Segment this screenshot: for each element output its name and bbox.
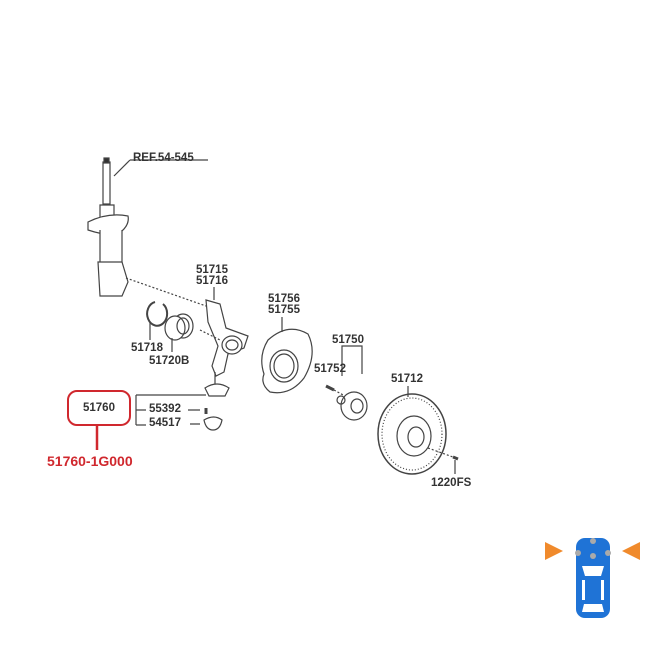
dust-shield xyxy=(261,317,313,394)
left-arrow-icon xyxy=(545,542,563,560)
part-label-54517: 54517 xyxy=(149,417,181,429)
highlighted-part-number: 51760-1G000 xyxy=(47,453,133,469)
hub xyxy=(325,345,368,421)
part-label-51716: 51716 xyxy=(196,275,228,287)
car-position-icon xyxy=(545,538,640,618)
brake-disc xyxy=(377,386,459,475)
part-label-51756: 51756 xyxy=(268,293,300,305)
strut-assembly xyxy=(87,157,208,297)
right-arrow-icon xyxy=(622,542,640,560)
part-label-51715: 51715 xyxy=(196,264,228,276)
part-label-51750: 51750 xyxy=(332,334,364,346)
part-label-1220fs: 1220FS xyxy=(431,477,472,489)
ball-joint xyxy=(203,372,230,431)
snap-ring xyxy=(146,301,169,327)
part-label-51720b: 51720B xyxy=(149,355,190,367)
bearing xyxy=(164,313,194,352)
part-label-51755: 51755 xyxy=(268,304,300,316)
highlight-box xyxy=(67,390,131,426)
part-label-55392: 55392 xyxy=(149,403,181,415)
ref-label: REF.54-545 xyxy=(133,152,194,164)
part-label-51760: 51760 xyxy=(83,402,115,414)
knuckle xyxy=(199,287,249,377)
part-label-51718: 51718 xyxy=(131,342,163,354)
part-label-51752: 51752 xyxy=(314,363,346,375)
part-label-51712: 51712 xyxy=(391,373,423,385)
